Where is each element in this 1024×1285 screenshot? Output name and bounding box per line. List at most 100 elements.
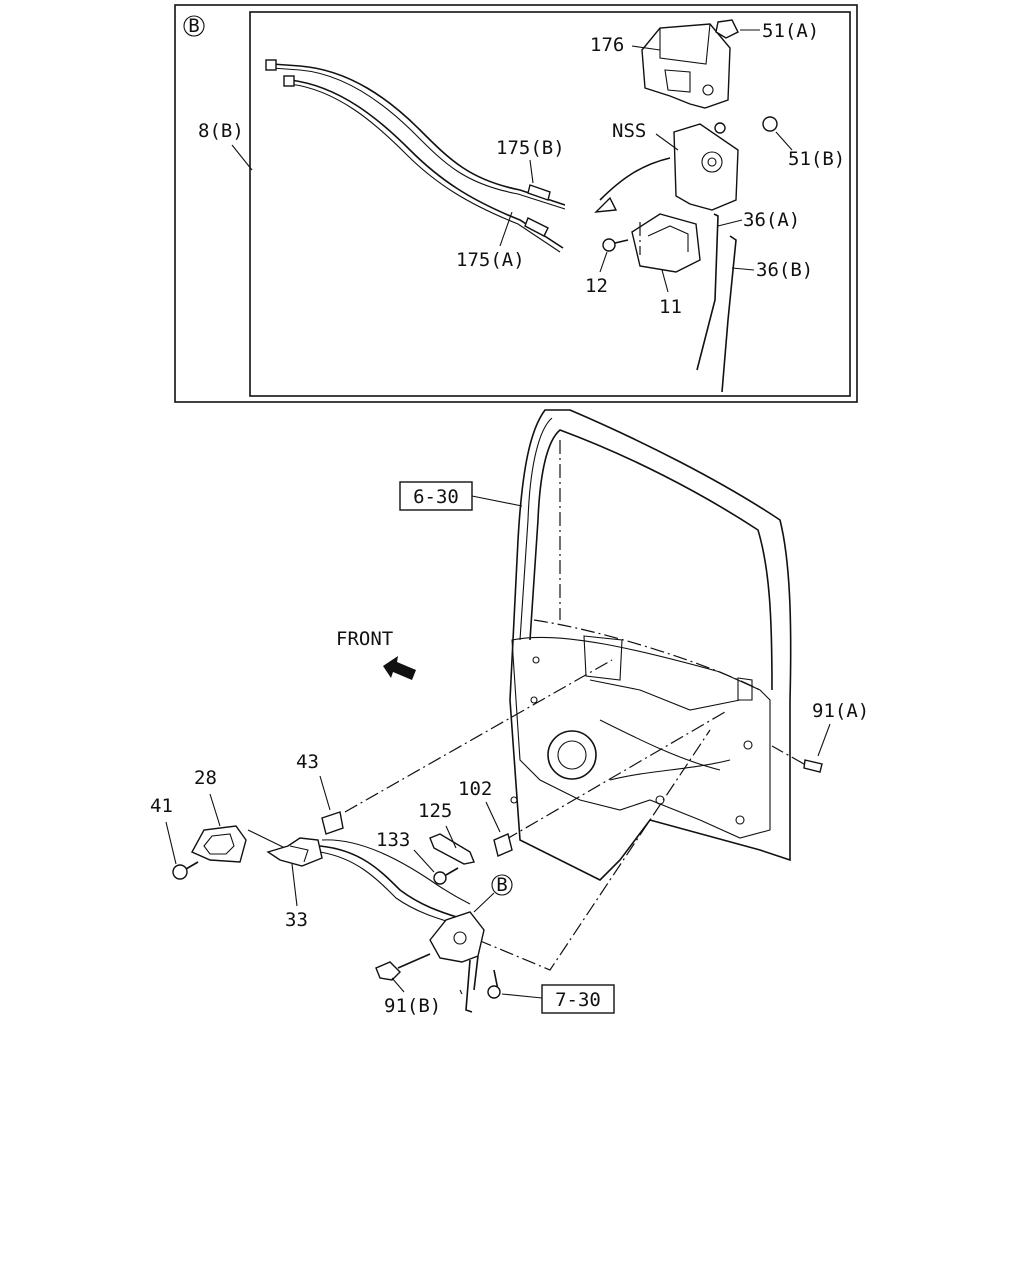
panel-hole-6 bbox=[510, 796, 518, 804]
bracket-125 bbox=[429, 833, 475, 865]
door-latch-nss bbox=[594, 122, 739, 213]
handle-bezel-opening bbox=[203, 833, 235, 855]
inner-panel-rib-2 bbox=[599, 719, 721, 771]
front-label: FRONT bbox=[336, 628, 393, 650]
grommet-51b bbox=[762, 116, 778, 132]
detail-box-b: B 8(B) 175(B) 175(A) 176 51 bbox=[174, 4, 858, 403]
cable-175b-upper bbox=[271, 63, 566, 206]
clip-43 bbox=[321, 811, 344, 835]
handle-cable-2 bbox=[319, 851, 457, 925]
actuator-body bbox=[641, 23, 731, 109]
detail-badge-circle bbox=[183, 15, 205, 37]
label-175b: 175(B) bbox=[496, 137, 565, 159]
leader-125 bbox=[445, 825, 457, 849]
leader-91a bbox=[817, 723, 831, 757]
rod-36b bbox=[721, 235, 737, 393]
front-arrow-icon bbox=[383, 656, 416, 680]
leader-91b bbox=[391, 977, 405, 993]
panel-hole-4 bbox=[743, 740, 753, 750]
label-33: 33 bbox=[285, 909, 308, 931]
latch-rod-tip bbox=[459, 989, 463, 995]
label-125: 125 bbox=[418, 800, 452, 822]
leader-28 bbox=[209, 793, 221, 827]
panel-bracket bbox=[583, 635, 623, 681]
detail-inner-frame bbox=[249, 11, 851, 397]
leader-11 bbox=[661, 269, 669, 293]
door-assembly bbox=[509, 409, 792, 881]
latch-lever-end bbox=[594, 196, 618, 213]
cable-175a-lower bbox=[289, 79, 564, 249]
label-41: 41 bbox=[150, 795, 173, 817]
screw-12-shank bbox=[614, 239, 629, 244]
rods-36 bbox=[696, 213, 737, 393]
leader-175a bbox=[499, 211, 513, 247]
screw-41-shank bbox=[185, 861, 199, 870]
label-36b: 36(B) bbox=[756, 259, 813, 281]
detail-outer-frame bbox=[174, 4, 858, 403]
leader-176 bbox=[631, 45, 661, 51]
latch-assembly-bottom bbox=[429, 911, 501, 1013]
label-91a: 91(A) bbox=[812, 700, 869, 722]
inner-panel-rib-3 bbox=[609, 759, 731, 781]
leader-nss bbox=[655, 133, 679, 151]
label-nss: NSS bbox=[612, 120, 646, 142]
label-133: 133 bbox=[376, 829, 410, 851]
label-12: 12 bbox=[585, 275, 608, 297]
label-175a: 175(A) bbox=[456, 249, 525, 271]
window-frame bbox=[529, 429, 773, 691]
label-11: 11 bbox=[659, 296, 682, 318]
bolt-91a bbox=[803, 759, 823, 773]
door-outer-panel bbox=[509, 409, 792, 881]
leader-6-30 bbox=[471, 495, 523, 507]
latch-rod-2 bbox=[473, 955, 479, 991]
label-28: 28 bbox=[194, 767, 217, 789]
handle-cable-3 bbox=[321, 839, 471, 905]
handle-lever bbox=[289, 845, 309, 863]
inside-handle-33 bbox=[266, 837, 471, 925]
actuator-face bbox=[659, 23, 711, 65]
handle-cable-1 bbox=[319, 845, 461, 919]
bolt-91b-shank bbox=[397, 953, 431, 969]
actuator-window bbox=[664, 69, 691, 93]
actuator-176 bbox=[641, 23, 731, 109]
main-badge-text: B bbox=[496, 874, 507, 896]
label-43: 43 bbox=[296, 751, 319, 773]
latch-cover-11 bbox=[631, 213, 701, 273]
label-51a: 51(A) bbox=[762, 20, 819, 42]
leader-badge-b bbox=[473, 892, 495, 913]
label-36a: 36(A) bbox=[743, 209, 800, 231]
latch-body bbox=[673, 123, 739, 211]
label-51b: 51(B) bbox=[788, 148, 845, 170]
ref-box-6-30 bbox=[399, 481, 473, 511]
latch-clip-bottom bbox=[487, 985, 501, 999]
latch-pin bbox=[714, 122, 726, 134]
screw-41 bbox=[172, 864, 188, 880]
dash-102-to-door bbox=[504, 711, 726, 841]
cable-175a-inner bbox=[289, 83, 561, 253]
leader-36b bbox=[731, 267, 755, 271]
panel-hole-1 bbox=[532, 656, 540, 664]
latch-cover-rib bbox=[647, 225, 689, 252]
latch-lever-rod bbox=[599, 157, 671, 201]
panel-latch-pocket bbox=[737, 677, 753, 701]
detail-badge-text: B bbox=[188, 15, 199, 37]
rod-36a bbox=[696, 213, 719, 371]
window-glass-line bbox=[533, 619, 761, 691]
label-102: 102 bbox=[458, 778, 492, 800]
latch-rotor bbox=[701, 151, 723, 173]
label-176: 176 bbox=[590, 34, 624, 56]
leader-36a bbox=[717, 219, 743, 227]
ref-box-7-30 bbox=[541, 984, 615, 1014]
inner-panel-rib-1 bbox=[589, 679, 741, 711]
bolt-91b bbox=[375, 961, 401, 981]
panel-hole-3 bbox=[735, 815, 745, 825]
leader-102 bbox=[485, 801, 501, 833]
dash-91a bbox=[771, 745, 805, 765]
leader-175b bbox=[529, 159, 534, 184]
cable-175b-sleeve bbox=[527, 184, 551, 201]
line-28-to-33 bbox=[247, 829, 286, 849]
latch-rotor-bottom bbox=[453, 931, 467, 945]
dash-latch-to-door bbox=[477, 729, 711, 971]
